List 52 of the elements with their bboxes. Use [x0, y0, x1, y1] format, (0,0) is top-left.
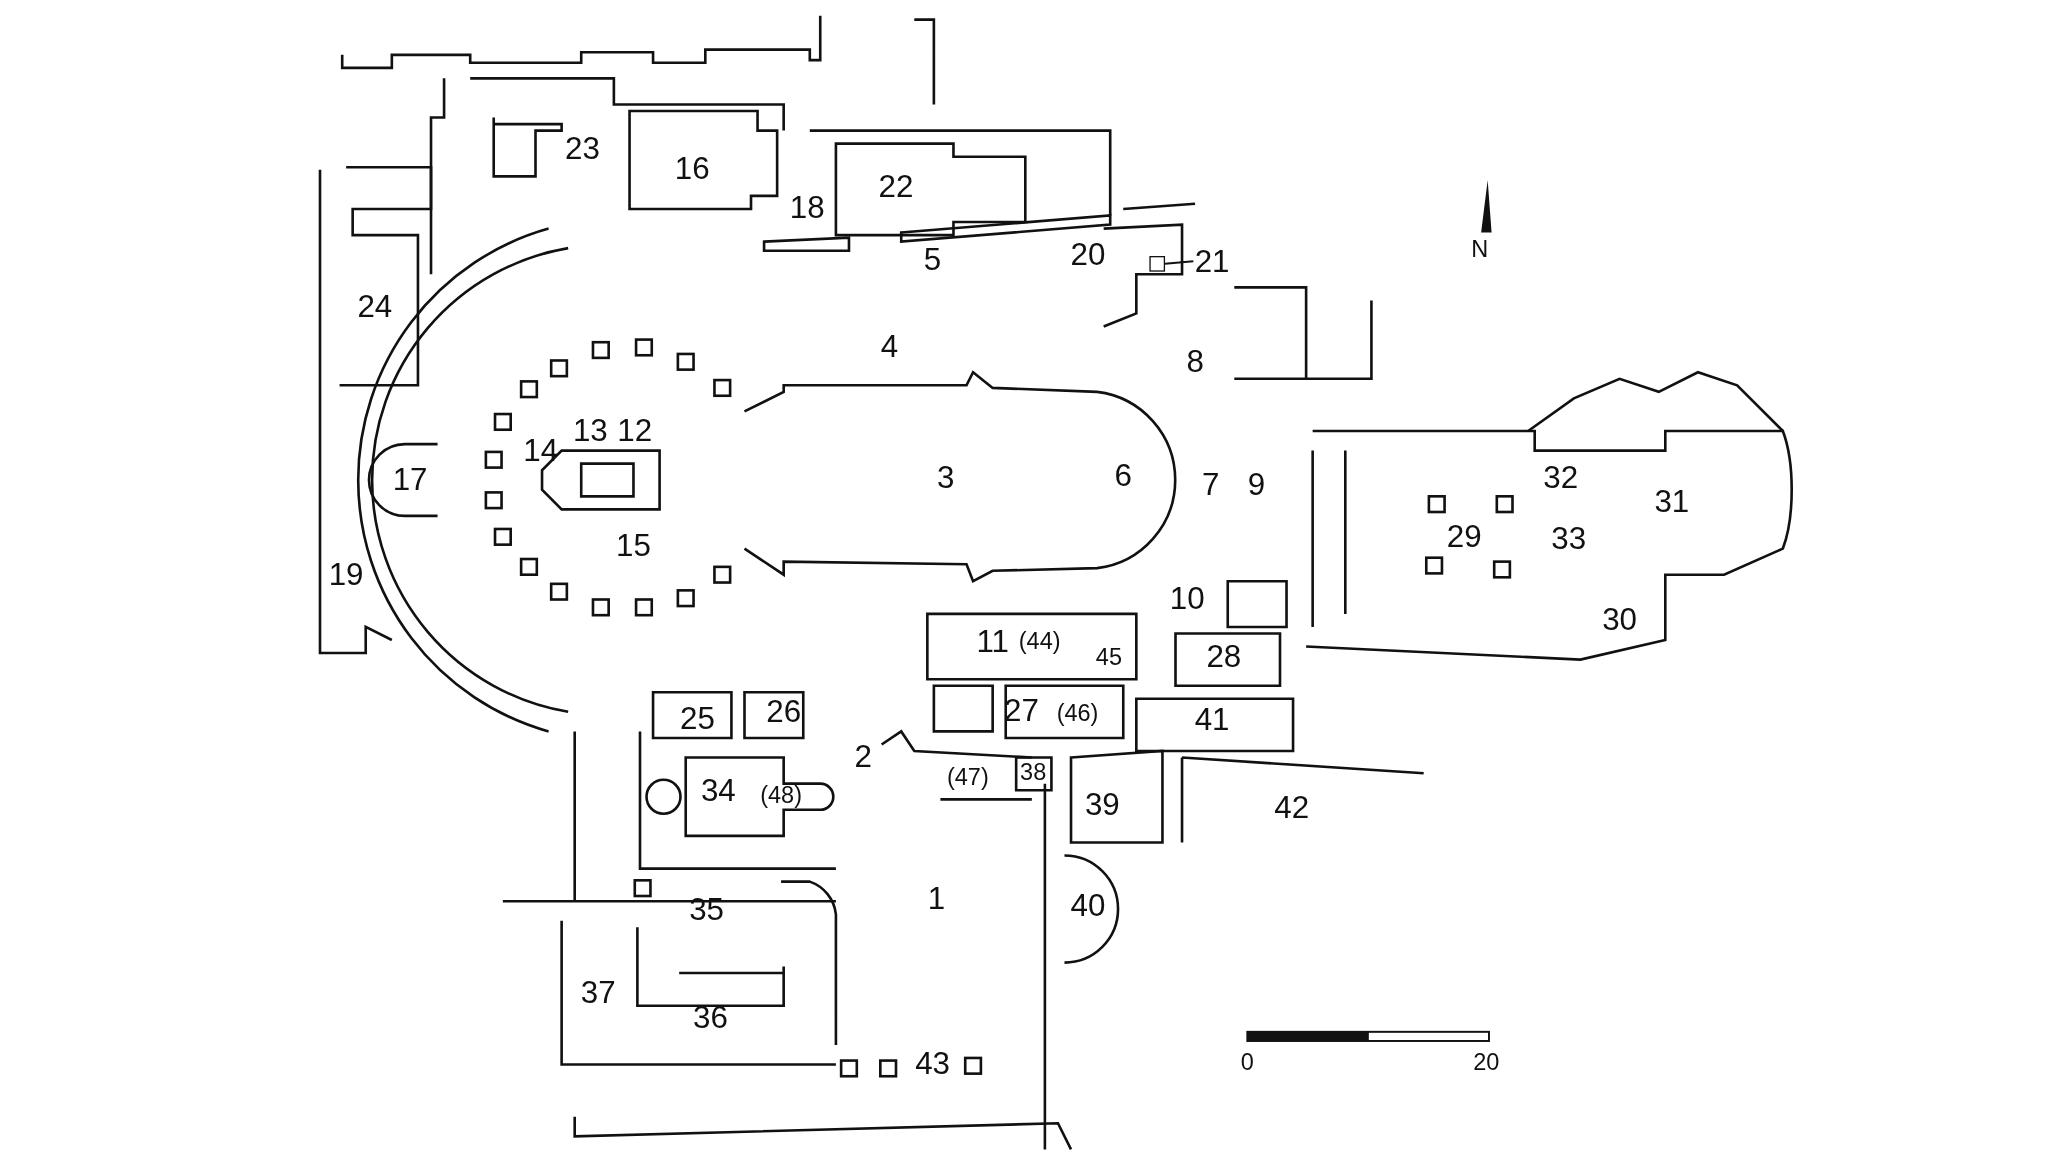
room-number: 8	[1186, 346, 1204, 378]
room-number: 40	[1070, 889, 1106, 921]
room-number: 15	[616, 530, 651, 562]
room-number: 45	[1095, 645, 1122, 669]
room-number: 25	[680, 702, 715, 735]
callout-number: 21	[1194, 245, 1230, 277]
room-number: 41	[1194, 704, 1230, 736]
room-number: 30	[1602, 603, 1638, 635]
room-number: 36	[693, 1001, 728, 1034]
marked-square	[1149, 256, 1166, 272]
room-number: 14	[523, 434, 559, 467]
room-number: (44)	[1018, 629, 1061, 654]
room-number: 39	[1084, 788, 1120, 821]
room-number: 7	[1202, 468, 1220, 501]
room-number: 26	[766, 696, 802, 728]
scale-label: 0	[1240, 1050, 1254, 1074]
room-number: 27	[1003, 694, 1039, 727]
room-number: 24	[357, 291, 393, 323]
room-number: 29	[1446, 521, 1482, 553]
room-number: (48)	[760, 783, 802, 808]
room-number: 13	[572, 415, 608, 447]
room-number: 3	[936, 462, 955, 494]
scale-label: 20	[1473, 1050, 1500, 1074]
room-number: 6	[1114, 459, 1132, 492]
room-number: 33	[1551, 522, 1587, 554]
room-number: 18	[789, 192, 825, 224]
room-number: 20	[1070, 239, 1106, 271]
room-number: 4	[880, 330, 899, 362]
room-number: 37	[580, 977, 616, 1009]
room-number: 5	[923, 244, 942, 276]
room-number: 31	[1654, 485, 1690, 518]
room-number: 9	[1247, 468, 1266, 501]
room-number: 17	[392, 463, 428, 495]
room-number: 11	[976, 625, 1009, 657]
room-number: 28	[1206, 641, 1242, 673]
north-label: N	[1471, 237, 1489, 262]
room-number: 10	[1169, 582, 1205, 614]
room-number: 34	[700, 774, 736, 806]
leader-line	[1164, 260, 1195, 265]
room-number: 32	[1543, 462, 1579, 494]
room-number: 23	[565, 133, 600, 165]
room-number: 38	[1020, 760, 1047, 784]
room-number: (46)	[1056, 701, 1099, 725]
room-number: 19	[328, 559, 364, 591]
room-number: 42	[1274, 791, 1310, 823]
room-number: 16	[674, 152, 710, 185]
room-number: 43	[915, 1047, 950, 1079]
room-number: 22	[878, 171, 914, 203]
room-number: (47)	[946, 765, 989, 789]
room-number: 2	[854, 740, 873, 772]
room-number: 12	[617, 415, 653, 447]
room-number: 1	[927, 882, 946, 915]
